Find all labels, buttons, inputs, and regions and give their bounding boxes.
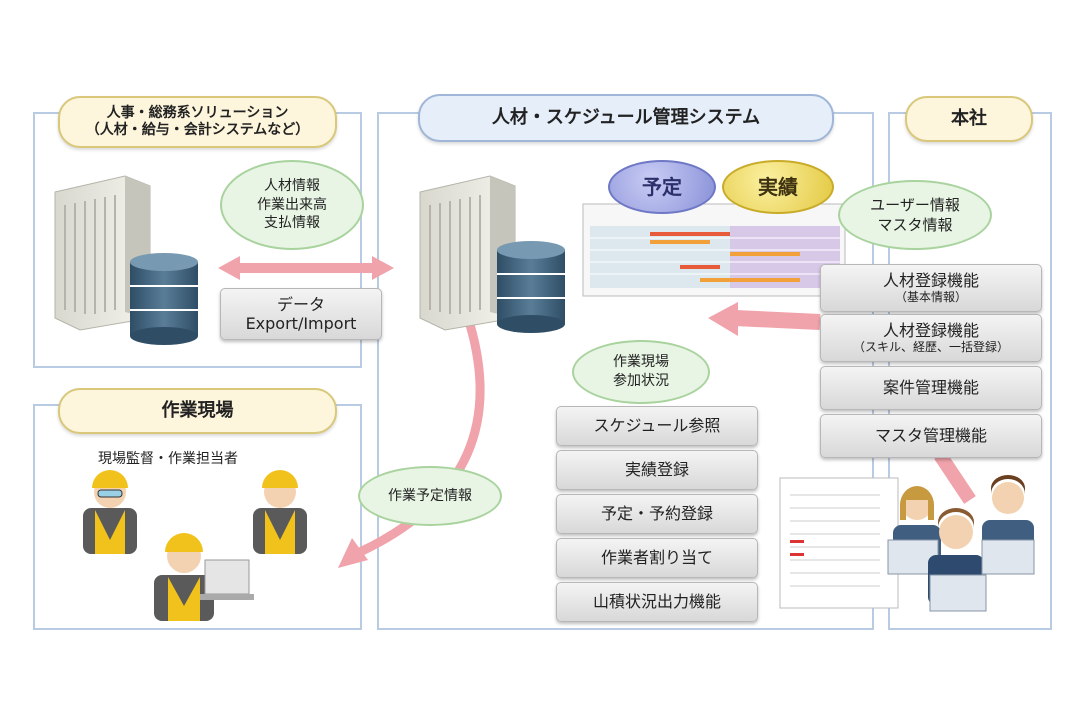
site-status-line: 作業現場 bbox=[613, 354, 669, 371]
master-management-button[interactable]: マスタ管理機能 bbox=[820, 414, 1042, 458]
schedule-info-ellipse: 作業予定情報 bbox=[358, 466, 502, 526]
function-label: 人材登録機能 bbox=[882, 271, 979, 291]
staff-man-right-icon bbox=[981, 475, 1035, 575]
main-database-icon bbox=[497, 241, 565, 333]
schedule-info-line: 作業予定情報 bbox=[388, 487, 472, 504]
hr-info-line: 作業出来高 bbox=[257, 196, 327, 213]
staff-registration-skill-button[interactable]: 人材登録機能 （スキル、経歴、一括登録） bbox=[820, 314, 1042, 362]
data-export-import-button[interactable]: データ Export/Import bbox=[220, 288, 382, 340]
worker-laptop-icon bbox=[154, 533, 254, 621]
staff-woman-icon bbox=[887, 486, 941, 575]
function-label: 案件管理機能 bbox=[882, 378, 979, 398]
worker-assignment-button[interactable]: 作業者割り当て bbox=[556, 538, 758, 578]
user-info-line: ユーザー情報 bbox=[870, 195, 960, 214]
function-label: 山積状況出力機能 bbox=[592, 592, 721, 612]
hr-system-title: 人事・総務系ソリューション （人材・給与・会計システムなど） bbox=[58, 96, 337, 148]
site-status-line: 参加状況 bbox=[613, 373, 669, 389]
work-site-title: 作業現場 bbox=[58, 388, 337, 434]
function-sublabel: （スキル、経歴、一括登録） bbox=[852, 340, 1009, 355]
function-label: 人材登録機能 bbox=[882, 321, 979, 341]
actual-bubble-text: 実績 bbox=[758, 174, 798, 199]
function-label: 予定・予約登録 bbox=[600, 504, 713, 524]
actual-registration-button[interactable]: 実績登録 bbox=[556, 450, 758, 490]
schedule-view-button[interactable]: スケジュール参照 bbox=[556, 406, 758, 446]
data-export-line1: データ bbox=[276, 294, 325, 314]
schedule-info-arrow bbox=[358, 316, 485, 557]
exchange-double-arrow bbox=[218, 256, 394, 280]
work-site-title-text: 作業現場 bbox=[161, 399, 234, 421]
staff-man-front-icon bbox=[928, 508, 987, 612]
head-office-arrow bbox=[734, 310, 821, 330]
head-office-title-text: 本社 bbox=[951, 107, 987, 129]
hr-system-title-line2: （人材・給与・会計システムなど） bbox=[85, 122, 310, 138]
left-database-icon bbox=[130, 253, 198, 345]
hr-info-line: 支払情報 bbox=[264, 215, 320, 232]
actual-bubble: 実績 bbox=[722, 160, 834, 214]
plan-bubble: 予定 bbox=[608, 160, 716, 214]
user-info-line: マスタ情報 bbox=[877, 216, 953, 234]
worker-left-icon bbox=[83, 470, 137, 554]
form-screenshot-icon bbox=[779, 477, 899, 609]
plan-reservation-button[interactable]: 予定・予約登録 bbox=[556, 494, 758, 534]
hr-info-line: 人材情報 bbox=[264, 177, 320, 194]
data-export-line2: Export/Import bbox=[245, 314, 357, 333]
function-label: 作業者割り当て bbox=[600, 548, 713, 568]
main-system-title: 人材・スケジュール管理システム bbox=[418, 94, 834, 142]
head-office-title: 本社 bbox=[905, 96, 1033, 142]
function-label: スケジュール参照 bbox=[593, 416, 721, 436]
worker-right-icon bbox=[253, 470, 307, 554]
site-status-ellipse: 作業現場 参加状況 bbox=[572, 340, 710, 404]
function-label: 実績登録 bbox=[624, 460, 689, 480]
project-management-button[interactable]: 案件管理機能 bbox=[820, 366, 1042, 410]
staff-registration-basic-button[interactable]: 人材登録機能 （基本情報） bbox=[820, 264, 1042, 312]
user-info-ellipse: ユーザー情報 マスタ情報 bbox=[838, 180, 992, 250]
hr-system-title-line1: 人事・総務系ソリューション bbox=[106, 104, 289, 121]
gantt-chart-icon bbox=[582, 203, 846, 297]
work-site-people-label: 現場監督・作業担当者 bbox=[98, 451, 238, 467]
workload-output-button[interactable]: 山積状況出力機能 bbox=[556, 582, 758, 622]
function-sublabel: （基本情報） bbox=[894, 290, 967, 305]
plan-bubble-text: 予定 bbox=[642, 174, 682, 199]
function-label: マスタ管理機能 bbox=[874, 426, 987, 446]
main-system-title-text: 人材・スケジュール管理システム bbox=[491, 106, 761, 128]
hr-info-ellipse: 人材情報 作業出来高 支払情報 bbox=[220, 160, 364, 250]
